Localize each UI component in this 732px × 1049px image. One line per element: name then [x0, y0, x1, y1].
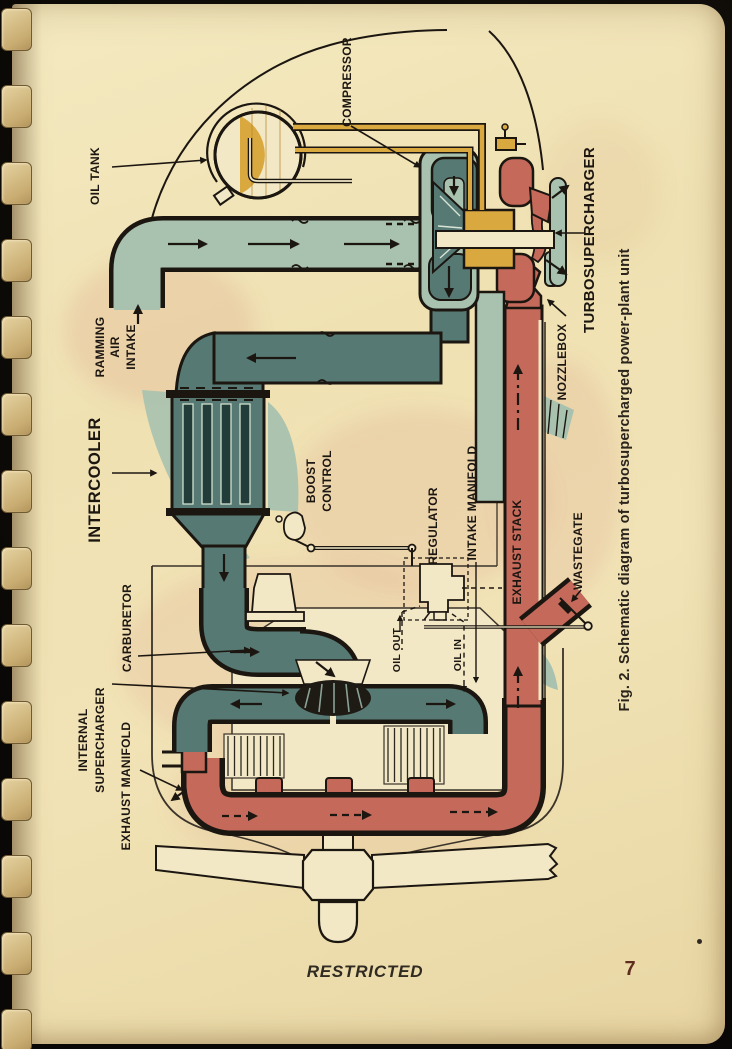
label-oil-in: OIL IN	[452, 639, 464, 672]
binding-tab	[1, 778, 32, 821]
footer-classification: RESTRICTED	[306, 962, 424, 981]
oil-line-return	[295, 148, 472, 210]
binding-tab	[1, 239, 32, 282]
label-exhaust-manifold: EXHAUST MANIFOLD	[119, 722, 133, 851]
cylinder-fins-left	[227, 736, 281, 776]
label-boost: BOOST	[304, 459, 318, 504]
binding-tab	[1, 162, 32, 205]
intake-manifold-left	[176, 688, 330, 752]
binding-tab	[1, 932, 32, 975]
ink-speck	[697, 939, 702, 944]
label-nozzlebox: NOZZLEBOX	[555, 324, 569, 401]
ram-air-duct	[109, 216, 560, 504]
binding-tab	[1, 85, 32, 128]
binding-tab	[1, 1009, 32, 1049]
label-control: CONTROL	[320, 450, 334, 511]
binding-tab	[1, 316, 32, 359]
boost-control-unit	[282, 511, 306, 541]
turbosupercharger-assembly	[418, 146, 567, 312]
figure-caption: Fig. 2. Schematic diagram of turbosuperc…	[617, 249, 633, 712]
regulator-unit	[419, 563, 465, 613]
binding-tab	[1, 855, 32, 898]
oil-valve	[495, 137, 517, 151]
internal-supercharger-impeller	[295, 680, 371, 716]
label-leaders	[111, 125, 585, 791]
label-oil-out: OIL OUT	[391, 627, 403, 672]
label-internal: INTERNAL	[76, 708, 90, 771]
label-intercooler: INTERCOOLER	[86, 417, 104, 543]
binding-tab	[1, 393, 32, 436]
binding-tab	[1, 701, 32, 744]
binding-tab	[1, 547, 32, 590]
label-regulator: REGULATOR	[426, 487, 440, 565]
label-turbosupercharger: TURBOSUPERCHARGER	[581, 147, 598, 333]
label-wastegate: WASTEGATE	[571, 512, 585, 590]
label-compressor: COMPRESSOR	[340, 37, 354, 127]
turbo-shaft	[435, 230, 555, 249]
binding-tab	[1, 8, 32, 51]
propeller-spinner	[317, 900, 359, 944]
oil-system	[206, 102, 526, 210]
label-carburetor: CARBURETOR	[120, 584, 134, 672]
wastegate-pivot	[583, 621, 593, 631]
oil-line-supply	[293, 124, 485, 210]
label-air: AIR	[108, 336, 122, 358]
label-intake: INTAKE	[124, 324, 138, 370]
propeller-hub	[301, 848, 375, 902]
label-exhaust-stack: EXHAUST STACK	[510, 499, 524, 604]
carburetor-body	[251, 573, 298, 613]
label-intake-manifold: INTAKE MANIFOLD	[465, 446, 479, 561]
propeller	[155, 825, 559, 944]
page-number: 7	[624, 958, 636, 980]
label-oil-tank: OIL TANK	[88, 147, 102, 205]
boost-control-group	[275, 511, 593, 676]
cylinder-fins-right	[387, 728, 441, 782]
exhaust-stack-pipe	[503, 304, 544, 708]
diagram-labels: OIL TANK COMPRESSOR TURBOSUPERCHARGER RA…	[76, 37, 633, 850]
label-supercharger: SUPERCHARGER	[93, 687, 107, 793]
flow-arrows	[132, 176, 570, 822]
label-ramming: RAMMING	[93, 317, 107, 378]
binding-tab	[1, 624, 32, 667]
binding-tab	[1, 470, 32, 513]
